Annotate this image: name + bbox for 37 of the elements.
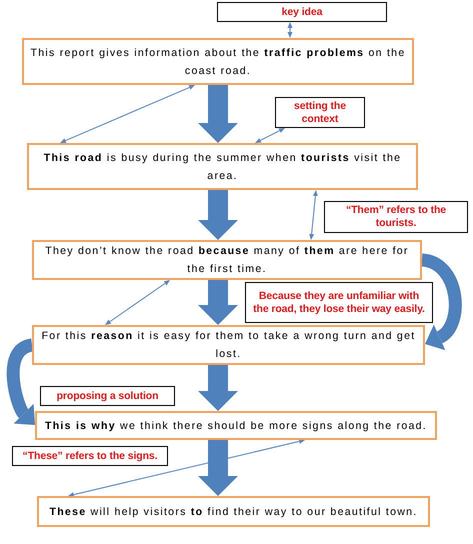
double-headed-arrow — [288, 22, 292, 38]
note-box — [275, 97, 365, 128]
note-text: proposing a solution — [56, 390, 158, 402]
block-arrow — [198, 85, 238, 143]
sentence-box — [32, 240, 422, 280]
double-headed-arrow — [309, 190, 318, 240]
sentence-text: This road is busy during the summer when tourists visit the area. — [42, 150, 402, 184]
sentence-box — [37, 496, 430, 527]
curved-arrow — [420, 254, 462, 349]
sentence-text: This is why we think there should be more signs along the road. — [44, 418, 428, 434]
note-box — [12, 446, 168, 466]
note-box — [245, 282, 433, 323]
sentence-box — [22, 38, 414, 85]
block-arrow — [198, 440, 238, 496]
double-headed-arrow — [255, 128, 285, 143]
note-text: “Them” refers to the tourists. — [344, 204, 448, 230]
double-headed-arrow — [68, 438, 306, 498]
note-text: Because they are unfamiliar with the road, they lose their way easily. — [252, 290, 426, 316]
sentence-text: This report gives information about the traffic problems on the coast road. — [30, 46, 406, 78]
double-headed-arrow — [60, 85, 196, 143]
note-text: setting the context — [293, 100, 347, 126]
note-box — [40, 386, 175, 406]
sentence-box — [32, 325, 425, 365]
sentence-text: These will help visitors to find their way to our beautiful town. — [49, 504, 418, 520]
note-box — [324, 201, 468, 233]
sentence-box — [27, 143, 418, 190]
sentence-text: For this reason it is easy for them to take a wrong turn and get lost. — [40, 329, 416, 362]
note-box — [217, 2, 387, 22]
block-arrow — [198, 280, 238, 325]
curved-arrow — [6, 338, 36, 427]
block-arrow — [198, 190, 238, 240]
sentence-box — [35, 411, 437, 440]
note-text: key idea — [282, 6, 322, 18]
double-headed-arrow — [104, 280, 170, 326]
block-arrow — [198, 365, 238, 411]
sentence-text: They don’t know the road because many of them are here for the first time. — [44, 244, 410, 277]
note-text: “These” refers to the signs. — [22, 450, 158, 462]
